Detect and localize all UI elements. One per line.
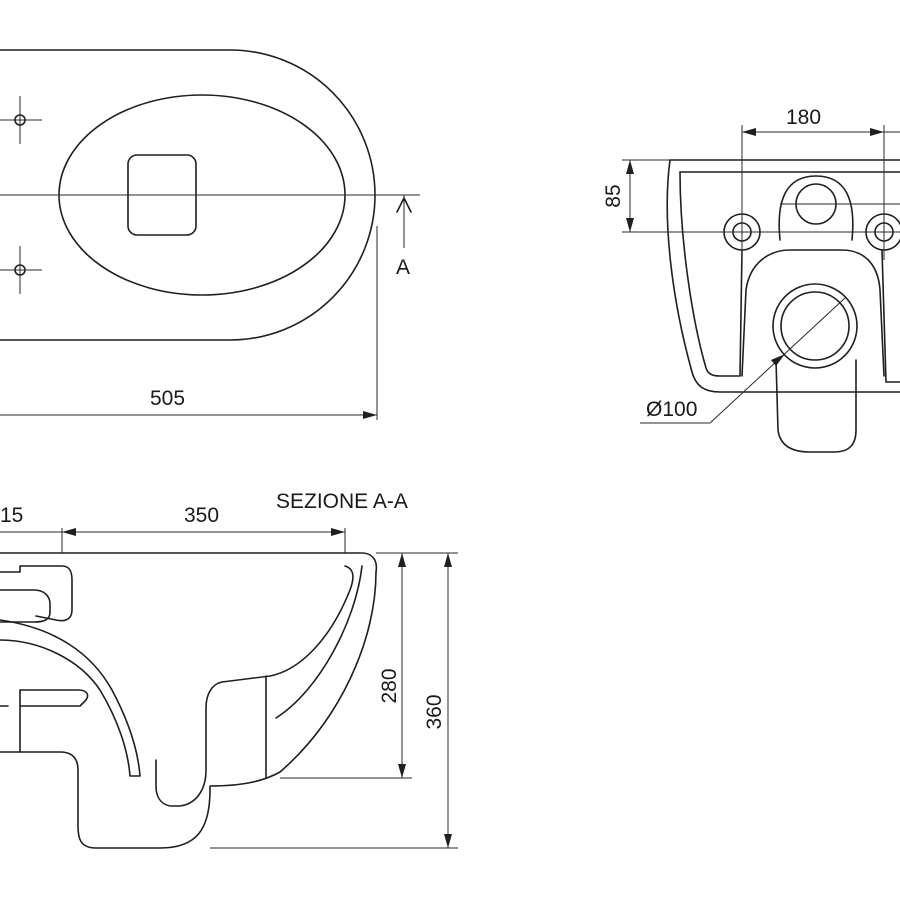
top-view: A 505 bbox=[0, 49, 420, 420]
dim-280-arrow-icon bbox=[398, 764, 406, 778]
rear-view-outlet-tube bbox=[775, 359, 857, 453]
section-outer-contour bbox=[0, 571, 377, 849]
dim-180-arrow-icon bbox=[870, 128, 884, 136]
dim-360-arrow-icon bbox=[444, 834, 452, 848]
section-trap-inner bbox=[19, 689, 89, 707]
dim-280-arrow-icon bbox=[398, 553, 406, 567]
dim-85-arrow-icon bbox=[626, 160, 634, 174]
rear-view-right-cavity bbox=[881, 249, 900, 383]
dim-15-label: 15 bbox=[0, 504, 23, 527]
section-top-rim bbox=[0, 552, 378, 573]
rear-view: 180 85 Ø100 bbox=[602, 106, 900, 453]
section-bowl-curve bbox=[275, 565, 363, 719]
dim-85-label: 85 bbox=[602, 184, 625, 207]
dim-diameter-label: Ø100 bbox=[646, 398, 697, 421]
fixing-hole-icon bbox=[0, 246, 42, 294]
outlet-pipe-icon bbox=[772, 283, 858, 369]
rear-view-left-cavity bbox=[679, 171, 743, 377]
section-flush-channel bbox=[0, 589, 51, 623]
section-trap bbox=[0, 619, 141, 777]
rear-view-outer-outline bbox=[666, 159, 900, 393]
rear-view-inlet-boss bbox=[778, 175, 854, 241]
outlet-pipe-inner bbox=[780, 291, 850, 361]
dim-280-label: 280 bbox=[378, 668, 401, 703]
rear-view-saddle bbox=[741, 249, 885, 377]
section-marker-label: A bbox=[396, 256, 410, 279]
section-flush-inlet bbox=[0, 565, 73, 622]
dim-505-arrow-icon bbox=[363, 411, 377, 419]
section-marker-arrow-icon bbox=[396, 197, 412, 213]
fixing-hole-icon bbox=[0, 96, 42, 144]
section-back-wall bbox=[0, 689, 21, 753]
dim-diameter-arrow-icon bbox=[771, 354, 785, 366]
dim-350-arrow-icon bbox=[62, 528, 76, 536]
dim-350-arrow-icon bbox=[331, 528, 345, 536]
dim-350-label: 350 bbox=[184, 504, 219, 527]
section-title: SEZIONE A-A bbox=[276, 490, 408, 513]
dim-505-label: 505 bbox=[150, 387, 185, 410]
dim-180-arrow-icon bbox=[742, 128, 756, 136]
section-view: SEZIONE A-A 15 350 280 bbox=[0, 490, 458, 849]
dim-360-arrow-icon bbox=[444, 553, 452, 567]
section-inner-bowl bbox=[155, 565, 354, 807]
dim-85-arrow-icon bbox=[626, 218, 634, 232]
dim-360-label: 360 bbox=[423, 694, 446, 729]
dim-180-label: 180 bbox=[786, 106, 821, 129]
